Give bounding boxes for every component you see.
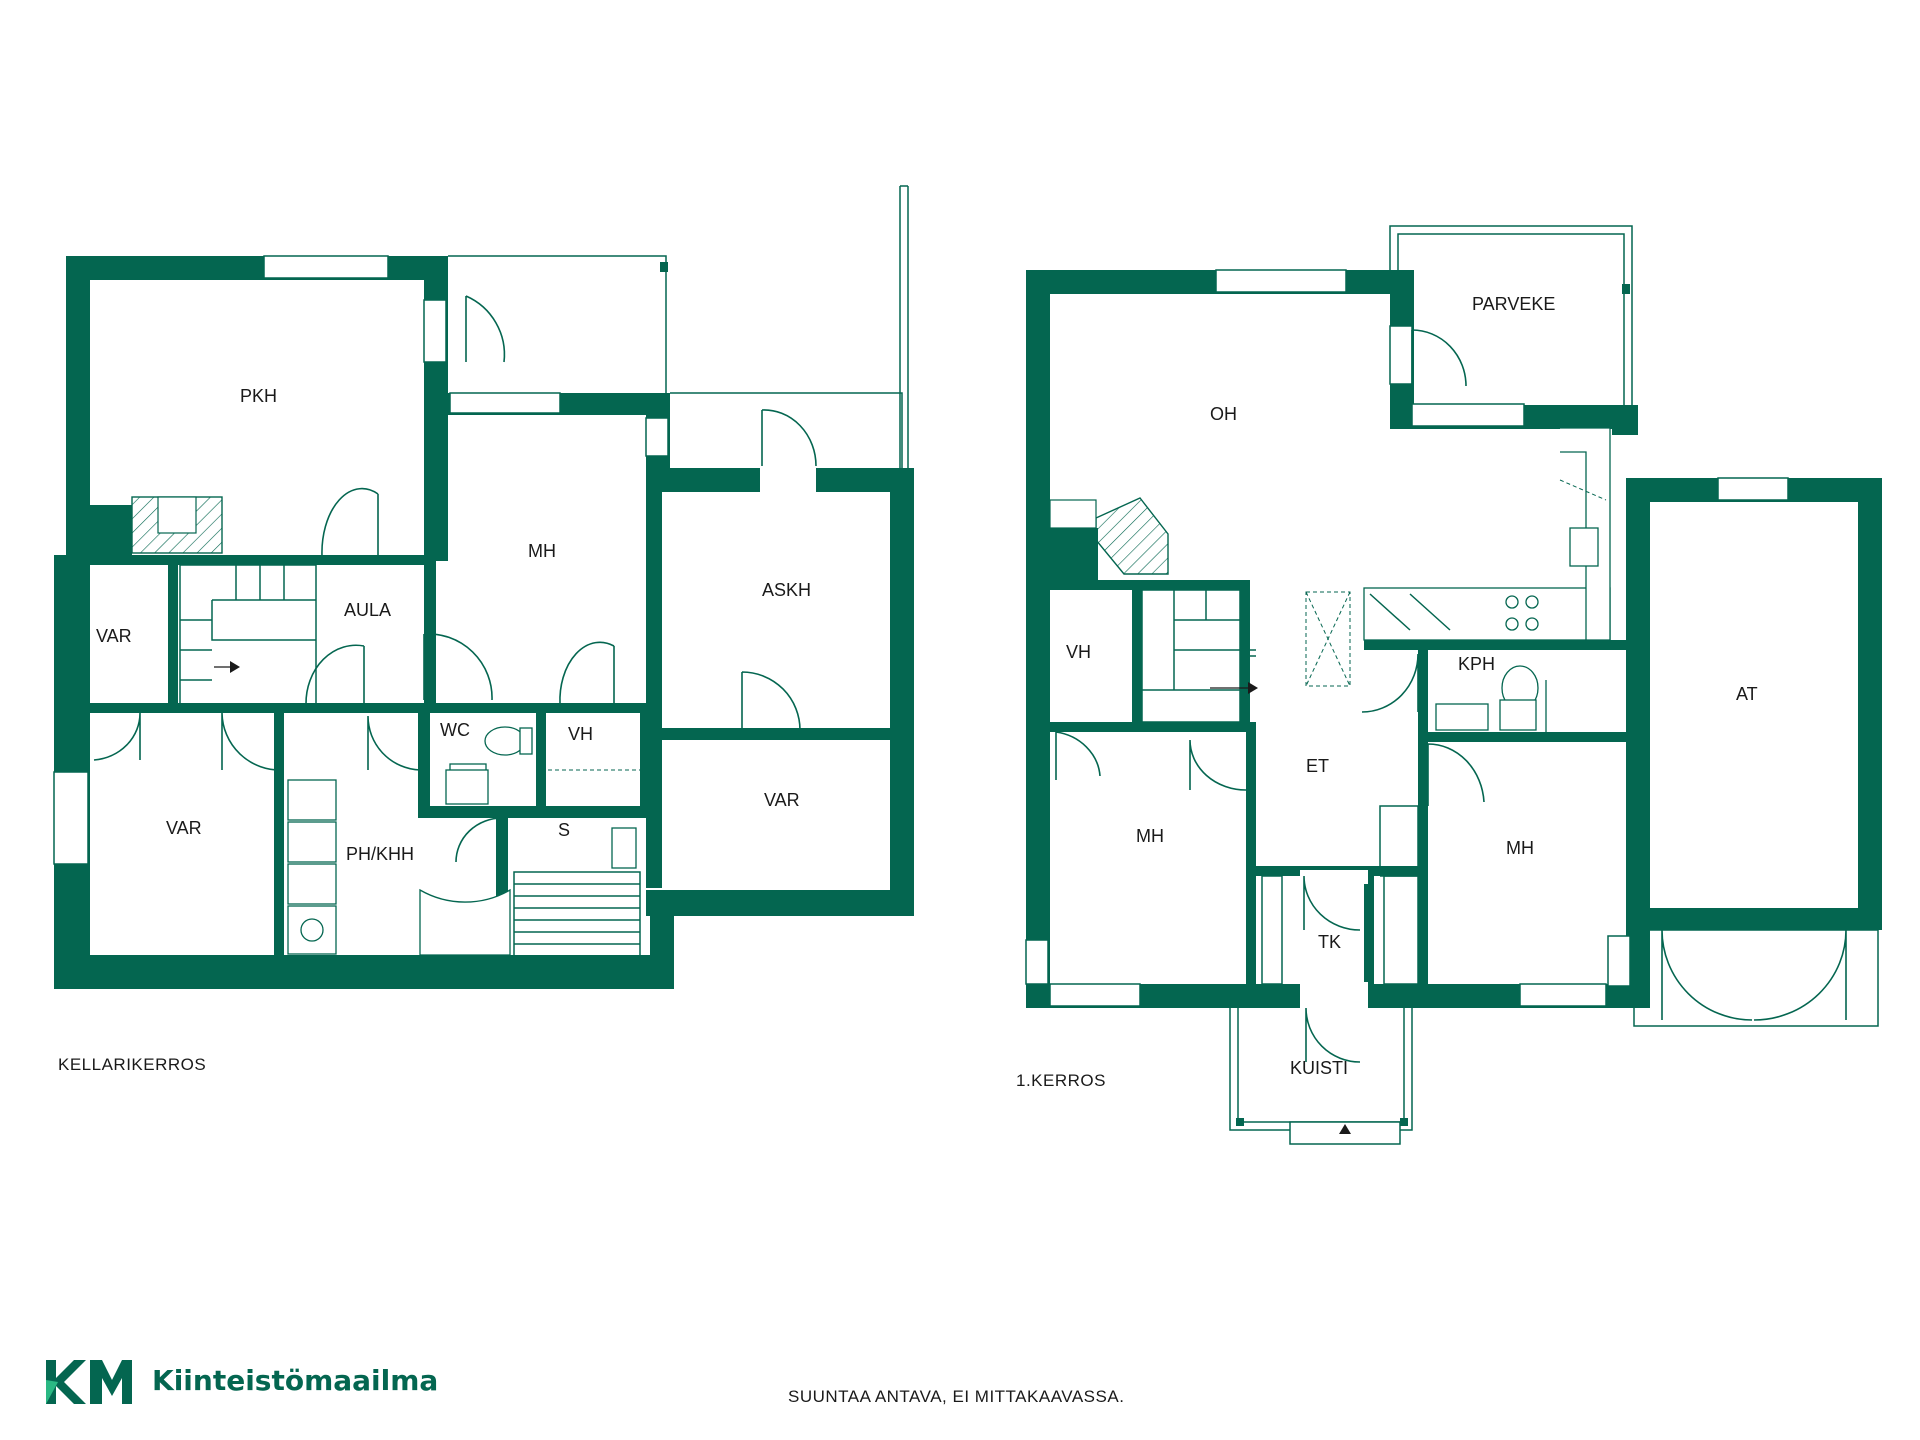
room-label-var-small: VAR [96,626,132,646]
room-label-ph-khh: PH/KHH [346,844,414,864]
room-label-pkh: PKH [240,386,277,406]
room-label-s: S [558,820,570,840]
first-floor-plan: PARVEKE OH VH KPH AT ET MH MH TK KUISTI … [1016,225,1882,1145]
room-label-tk: TK [1318,932,1341,952]
room-label-parveke: PARVEKE [1472,294,1555,314]
km-logo-icon [46,1360,132,1404]
room-label-oh: OH [1210,404,1237,424]
room-label-var-left: VAR [166,818,202,838]
disclaimer-text: SUUNTAA ANTAVA, EI MITTAKAAVASSA. [788,1387,1125,1406]
room-label-var-right: VAR [764,790,800,810]
basement-plan: PKH AULA MH ASKH VAR VAR VAR WC VH PH/KH… [53,185,914,1074]
room-label-et: ET [1306,756,1329,776]
room-label-kph: KPH [1458,654,1495,674]
first-floor-caption: 1.KERROS [1016,1071,1106,1090]
room-label-vh: VH [568,724,593,744]
room-label-at: AT [1736,684,1758,704]
basement-caption: KELLARIKERROS [58,1055,206,1074]
room-label-wc: WC [440,720,470,740]
room-label-mh: MH [528,541,556,561]
room-label-vh: VH [1066,642,1091,662]
room-label-askh: ASKH [762,580,811,600]
room-label-aula: AULA [344,600,391,620]
room-label-kuisti: KUISTI [1290,1058,1348,1078]
room-label-mh-right: MH [1506,838,1534,858]
brand-name: Kiinteistömaailma [152,1364,439,1397]
room-label-mh-left: MH [1136,826,1164,846]
